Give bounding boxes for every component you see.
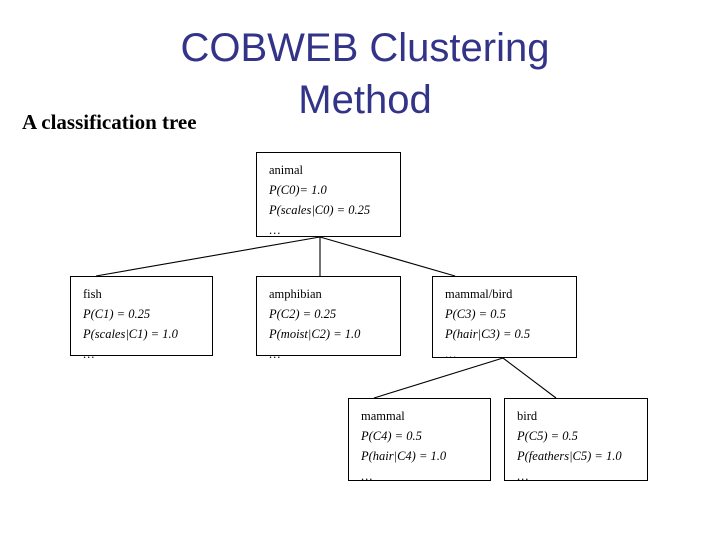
edge-animal-fish <box>95 236 321 277</box>
node-label-animal: animal <box>269 163 304 177</box>
node-label-bird: bird <box>517 409 538 423</box>
node-conditional-animal: P(scales|C0) = 0.25 <box>269 203 371 217</box>
node-label-mammal-bird: mammal/bird <box>445 287 513 301</box>
node-conditional-fish: P(scales|C1) = 1.0 <box>83 327 178 341</box>
edge-mammalbird-bird <box>502 357 557 399</box>
node-ellipsis-animal: ... <box>269 223 282 237</box>
node-label-amphibian: amphibian <box>269 287 322 301</box>
tree-node-amphibian: amphibian P(C2) = 0.25 P(moist|C2) = 1.0… <box>256 276 401 361</box>
node-prior-animal: P(C0)= 1.0 <box>269 183 327 197</box>
node-conditional-mammal: P(hair|C4) = 1.0 <box>361 449 447 463</box>
tree-node-mammal-bird: mammal/bird P(C3) = 0.5 P(hair|C3) = 0.5… <box>432 276 577 361</box>
node-prior-fish: P(C1) = 0.25 <box>83 307 151 321</box>
node-conditional-bird: P(feathers|C5) = 1.0 <box>517 449 622 463</box>
node-conditional-amphibian: P(moist|C2) = 1.0 <box>269 327 361 341</box>
node-label-fish: fish <box>83 287 102 301</box>
node-prior-mammal: P(C4) = 0.5 <box>361 429 422 443</box>
subtitle-label: A classification tree <box>22 110 197 134</box>
tree-node-bird: bird P(C5) = 0.5 P(feathers|C5) = 1.0 ..… <box>504 398 648 483</box>
node-label-mammal: mammal <box>361 409 405 423</box>
node-conditional-mammal-bird: P(hair|C3) = 0.5 <box>445 327 531 341</box>
node-prior-bird: P(C5) = 0.5 <box>517 429 578 443</box>
edge-mammalbird-mammal <box>373 357 504 399</box>
node-ellipsis-fish: ... <box>83 347 96 361</box>
edge-animal-mammalbird <box>319 236 456 277</box>
node-ellipsis-mammal: ... <box>361 469 374 483</box>
tree-node-mammal: mammal P(C4) = 0.5 P(hair|C4) = 1.0 ... <box>348 398 491 483</box>
node-prior-mammal-bird: P(C3) = 0.5 <box>445 307 506 321</box>
node-prior-amphibian: P(C2) = 0.25 <box>269 307 337 321</box>
node-ellipsis-bird: ... <box>517 469 530 483</box>
tree-node-animal: animal P(C0)= 1.0 P(scales|C0) = 0.25 ..… <box>256 152 401 237</box>
tree-node-fish: fish P(C1) = 0.25 P(scales|C1) = 1.0 ... <box>70 276 213 361</box>
page-title: COBWEB Clustering Method <box>180 26 550 122</box>
node-ellipsis-mammal-bird: ... <box>445 347 458 361</box>
node-ellipsis-amphibian: ... <box>269 347 282 361</box>
